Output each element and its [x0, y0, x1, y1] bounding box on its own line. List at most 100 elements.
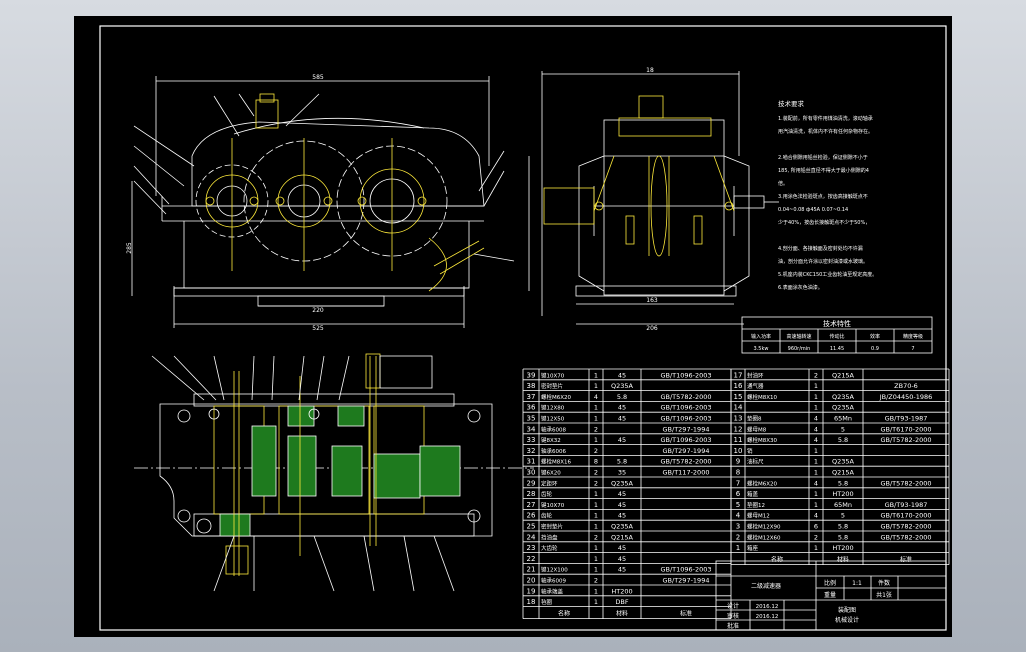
part-standard: GB/T297-1994	[663, 447, 710, 455]
part-name: 键12X80	[541, 404, 565, 412]
part-name: 销	[747, 447, 753, 455]
tech-spec-value: 0.9	[871, 346, 879, 352]
part-material: 65Mn	[834, 501, 852, 509]
part-name: 定距环	[541, 479, 558, 487]
part-qty: 1	[814, 447, 818, 455]
dim-base-a: 220	[312, 307, 324, 314]
part-material: Q215A	[611, 533, 634, 541]
part-qty: 1	[814, 501, 818, 509]
part-name: 通气器	[747, 382, 764, 390]
part-standard: GB/T5782-2000	[880, 479, 931, 487]
part-standard: GB/T5782-2000	[880, 523, 931, 531]
part-standard: GB/T6170-2000	[880, 425, 931, 433]
part-material: HT200	[832, 544, 853, 552]
part-material: 45	[618, 436, 626, 444]
part-name: 螺栓M6X20	[541, 393, 572, 401]
tech-req-line: 用汽油清洗，机体内不许有任何杂物存在。	[778, 128, 873, 135]
part-qty: 1	[594, 382, 598, 390]
part-material: Q235A	[832, 458, 855, 466]
tech-spec-value: 11.45	[830, 346, 844, 352]
design-label: 设计	[727, 602, 739, 610]
front-dims: 585 220 525 285 18 163 206	[126, 67, 658, 332]
part-material: 45	[618, 501, 626, 509]
title-block	[715, 560, 947, 631]
part-standard: GB/T297-1994	[663, 577, 710, 585]
part-number: 14	[734, 404, 743, 412]
part-standard: GB/T117-2000	[663, 469, 710, 477]
front-view	[131, 76, 515, 328]
part-name: 油标尺	[747, 458, 764, 466]
dim-height: 285	[126, 242, 133, 254]
part-name: 轴承6006	[541, 447, 566, 455]
scale-value: 1:1	[852, 580, 862, 587]
tech-spec-table	[741, 316, 933, 354]
part-material: 5	[841, 425, 845, 433]
part-material: 5.8	[617, 393, 627, 401]
part-standard: GB/T6170-2000	[880, 512, 931, 520]
tech-spec-header: 高速轴转速	[786, 333, 811, 340]
part-qty: 1	[814, 544, 818, 552]
part-standard: GB/T93-1987	[885, 415, 928, 423]
dim-side-b: 206	[646, 325, 658, 332]
date-2: 2016.12	[756, 614, 779, 620]
tech-spec-header: 传动比	[829, 333, 844, 340]
date-1: 2016.12	[756, 604, 779, 610]
part-qty: 1	[814, 469, 818, 477]
part-number: 10	[734, 447, 743, 455]
part-number: 16	[734, 382, 743, 390]
part-number: 34	[527, 425, 536, 433]
part-material: Q235A	[832, 404, 855, 412]
part-qty: 1	[594, 523, 598, 531]
part-number: 18	[527, 598, 536, 606]
header-name: 名称	[771, 556, 783, 564]
tech-spec-header: 效率	[870, 333, 880, 340]
part-number: 24	[527, 533, 536, 541]
header-material: 材料	[837, 556, 849, 564]
inner-border	[99, 25, 947, 631]
part-number: 12	[734, 425, 743, 433]
part-name: 毡圈	[541, 598, 553, 606]
part-qty: 1	[594, 371, 598, 379]
part-qty: 1	[594, 404, 598, 412]
part-material: 45	[618, 555, 626, 563]
part-number: 6	[736, 490, 741, 498]
part-material: 45	[618, 544, 626, 552]
part-qty: 1	[594, 501, 598, 509]
part-number: 35	[527, 415, 536, 423]
part-number: 11	[734, 436, 743, 444]
part-number: 20	[527, 577, 536, 585]
tech-req-line: 油，剖分面允许涂以密封油漆或水玻璃。	[778, 258, 868, 265]
part-material: Q235A	[611, 382, 634, 390]
part-material: 45	[618, 490, 626, 498]
part-number: 3	[736, 523, 740, 531]
part-material: 5.8	[838, 479, 848, 487]
weight-label: 重量	[824, 591, 836, 599]
part-name: 螺栓M8X30	[747, 436, 778, 444]
part-qty: 4	[814, 425, 818, 433]
part-number: 23	[527, 544, 536, 552]
school-name: 机械设计	[835, 616, 859, 624]
part-name: 轴承6008	[541, 425, 566, 433]
approve-label: 批准	[727, 622, 739, 630]
part-material: 45	[618, 415, 626, 423]
part-number: 28	[527, 490, 536, 498]
header-material: 材料	[616, 610, 628, 618]
part-name: 螺栓M8X16	[541, 458, 572, 466]
dim-overall-width: 585	[312, 74, 324, 81]
part-material: 45	[618, 566, 626, 574]
plan-view	[134, 353, 534, 592]
part-number: 7	[736, 479, 740, 487]
part-name: 挡油盘	[541, 533, 558, 541]
scale-label: 比例	[824, 579, 836, 587]
part-material: 5.8	[838, 436, 848, 444]
part-standard: GB/T1096-2003	[660, 415, 711, 423]
part-qty: 4	[814, 512, 818, 520]
part-standard: ZB70-6	[894, 382, 918, 390]
part-number: 33	[527, 436, 536, 444]
part-material: Q215A	[832, 371, 855, 379]
part-material: Q235A	[611, 523, 634, 531]
tech-req-line: 0.04~0.08 ф45A 0.07~0.14	[778, 207, 848, 213]
tech-spec-title: 技术特性	[823, 319, 851, 328]
check-label: 审核	[727, 612, 739, 620]
